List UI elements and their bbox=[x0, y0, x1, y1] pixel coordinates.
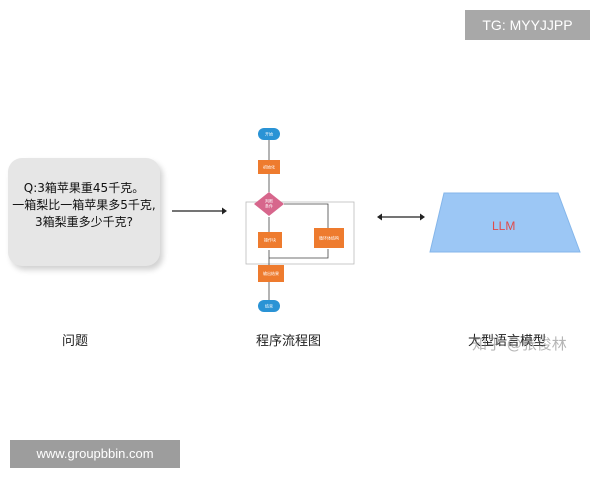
flow-merge-node bbox=[258, 265, 284, 282]
flow-branch-left-node bbox=[258, 232, 282, 248]
flow-merge-label: 输出结果 bbox=[263, 270, 279, 276]
question-text: Q:3箱苹果重45千克。 一箱梨比一箱苹果多5千克, 3箱梨重多少千克? bbox=[8, 180, 160, 231]
flow-end-node bbox=[258, 300, 280, 312]
flow-branch-right-label: 循环体结构 bbox=[319, 235, 339, 241]
site-badge: www.groupbbin.com bbox=[10, 440, 180, 468]
connector bbox=[269, 249, 329, 259]
question-line: 一箱梨比一箱苹果多5千克, bbox=[12, 198, 156, 212]
flow-step-label: 初始化 bbox=[263, 164, 275, 170]
flowchart: 开始 初始化 判断 条件 操作块 循环体结构 输出结果 结束 bbox=[245, 128, 355, 312]
flow-decision-label: 条件 bbox=[265, 203, 273, 209]
flow-decision-label: 判断 bbox=[265, 198, 273, 204]
caption-llm: 大型语言模型 bbox=[468, 334, 547, 349]
tag-badge: TG: MYYJJPP bbox=[465, 10, 590, 40]
flow-branch-left-label: 操作块 bbox=[264, 237, 276, 243]
caption-flowchart: 程序流程图 bbox=[256, 334, 322, 349]
question-line: 3箱梨重多少千克? bbox=[34, 215, 133, 229]
double-arrow bbox=[377, 213, 425, 221]
llm-label: LLM bbox=[492, 219, 516, 233]
question-card bbox=[8, 158, 160, 266]
watermark: 知乎 @张俊林 bbox=[472, 335, 567, 353]
flow-start-label: 开始 bbox=[265, 131, 273, 137]
loop-frame bbox=[245, 201, 355, 265]
question-line: Q:3箱苹果重45千克。 bbox=[23, 181, 145, 195]
flow-start-node bbox=[258, 128, 280, 140]
flow-branch-right-node bbox=[314, 228, 344, 248]
flow-step-node bbox=[258, 160, 280, 174]
caption-problem: 问题 bbox=[62, 334, 89, 349]
flow-end-label: 结束 bbox=[265, 303, 273, 309]
connector bbox=[284, 203, 329, 228]
flow-decision-node bbox=[254, 192, 284, 216]
llm-shape bbox=[429, 192, 581, 253]
arrow-to-flowchart bbox=[172, 207, 227, 215]
